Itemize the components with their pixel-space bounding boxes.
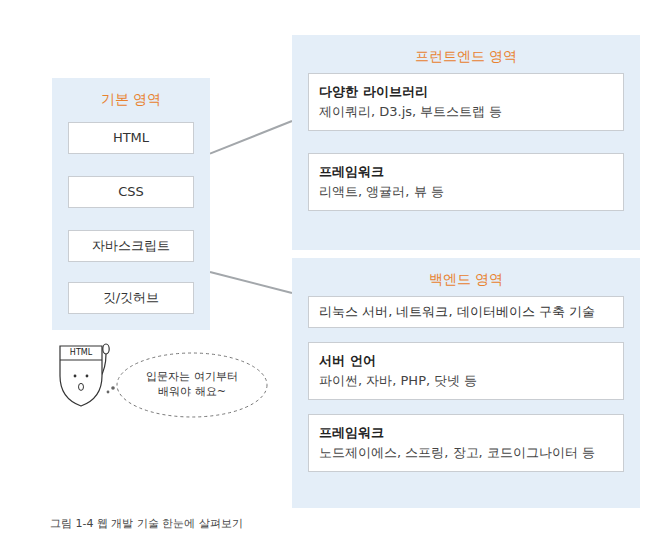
tech-box: CSS [68,176,194,208]
mascot-eye [74,375,77,378]
mascot-eye [86,375,89,378]
mascot-shield: HTML [58,344,104,408]
tech-box: HTML [68,122,194,154]
speech-bubble: 입문자는 여기부터 배워야 해요~ [116,352,268,418]
box-text: 노드제이에스, 스프링, 장고, 코드이그나이터 등 [319,444,613,462]
shield-label: HTML [58,344,104,358]
figure-caption: 그림 1-4 웹 개발 기술 한눈에 살펴보기 [50,516,243,531]
box-label: HTML [79,129,183,147]
tech-box: 다양한 라이브러리제이쿼리, D3.js, 부트스트랩 등 [308,73,624,131]
tech-box: 깃/깃허브 [68,282,194,314]
tech-box: 프레임워크리액트, 앵귤러, 뷰 등 [308,153,624,211]
tech-box: 프레임워크노드제이에스, 스프링, 장고, 코드이그나이터 등 [308,414,624,472]
box-text: 리액트, 앵귤러, 뷰 등 [319,183,613,201]
box-label: CSS [79,183,183,201]
tech-box: 서버 언어파이썬, 자바, PHP, 닷넷 등 [308,342,624,400]
region-title: 프런트엔드 영역 [292,35,640,65]
mascot-mouth [79,383,84,390]
speech-text: 입문자는 여기부터 배워야 해요~ [140,370,244,400]
box-heading: 프레임워크 [319,424,613,442]
connector-line [210,272,292,293]
box-text: 제이쿼리, D3.js, 부트스트랩 등 [319,103,613,121]
caption-holder: 그림 1-4 웹 개발 기술 한눈에 살펴보기 [50,516,243,531]
box-label: 리눅스 서버, 네트워크, 데이터베이스 구축 기술 [319,303,613,321]
region-panel: 프런트엔드 영역다양한 라이브러리제이쿼리, D3.js, 부트스트랩 등프레임… [292,35,640,250]
mascot-hand [103,344,109,354]
region-panel: 기본 영역 HTML CSS 자바스크립트깃/깃허브 [52,78,210,330]
box-heading: 프레임워크 [319,163,613,181]
region-title: 백엔드 영역 [292,258,640,288]
thought-dot [111,386,115,390]
box-heading: 다양한 라이브러리 [319,83,613,101]
tech-box: 자바스크립트 [68,230,194,262]
region-title: 기본 영역 [52,78,210,108]
box-text: 파이썬, 자바, PHP, 닷넷 등 [319,372,613,390]
connector-line [210,121,292,154]
tech-box: 리눅스 서버, 네트워크, 데이터베이스 구축 기술 [308,296,624,328]
shield-band [60,360,102,361]
box-label: 깃/깃허브 [79,289,183,307]
box-label: 자바스크립트 [79,237,183,255]
bubble-shape [117,353,267,417]
region-panel: 백엔드 영역리눅스 서버, 네트워크, 데이터베이스 구축 기술서버 언어파이썬… [292,258,640,508]
thought-dot [107,391,110,394]
box-heading: 서버 언어 [319,352,613,370]
